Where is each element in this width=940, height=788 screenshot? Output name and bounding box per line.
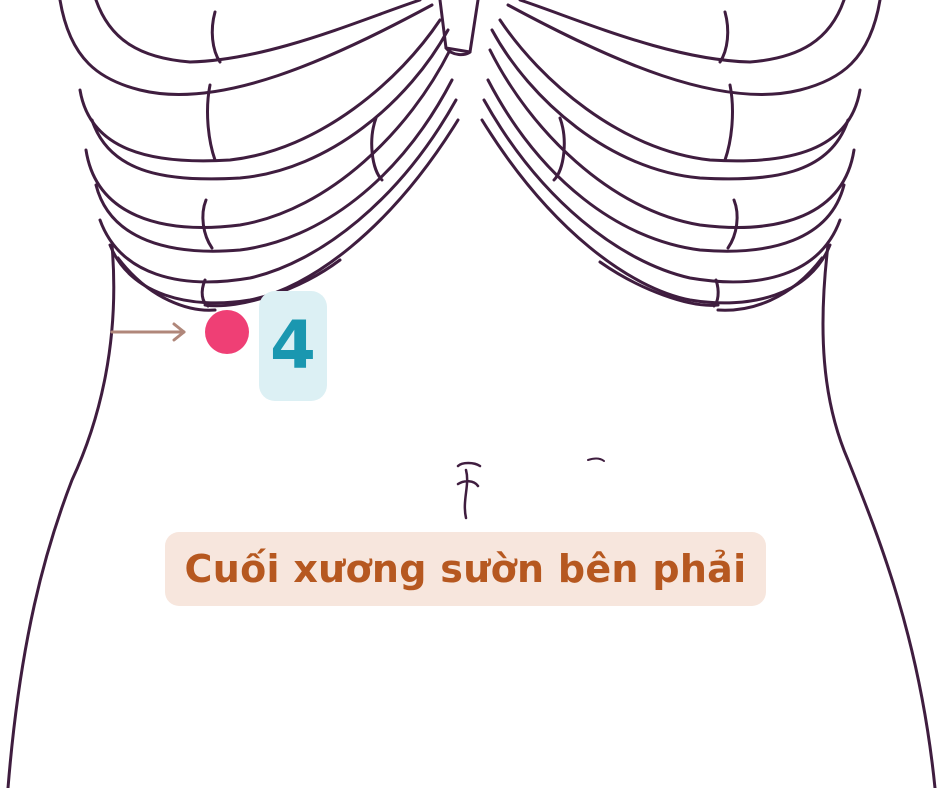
pointer-arrow <box>110 322 186 342</box>
right-ribs <box>480 0 882 312</box>
body-outline-right <box>821 243 937 788</box>
point-number: 4 <box>270 307 316 384</box>
body-outline-left <box>6 243 116 788</box>
right-costal-joints <box>552 10 739 308</box>
point-number-badge: 4 <box>259 291 327 401</box>
navel-shadow <box>587 457 605 462</box>
left-ribs <box>58 0 460 312</box>
caption-text: Cuối xương sườn bên phải <box>184 547 747 591</box>
caption-box: Cuối xương sườn bên phải <box>165 532 766 606</box>
navel <box>456 461 482 520</box>
sternum <box>438 0 480 54</box>
left-costal-joints <box>200 10 384 308</box>
point-marker-dot <box>205 310 249 354</box>
